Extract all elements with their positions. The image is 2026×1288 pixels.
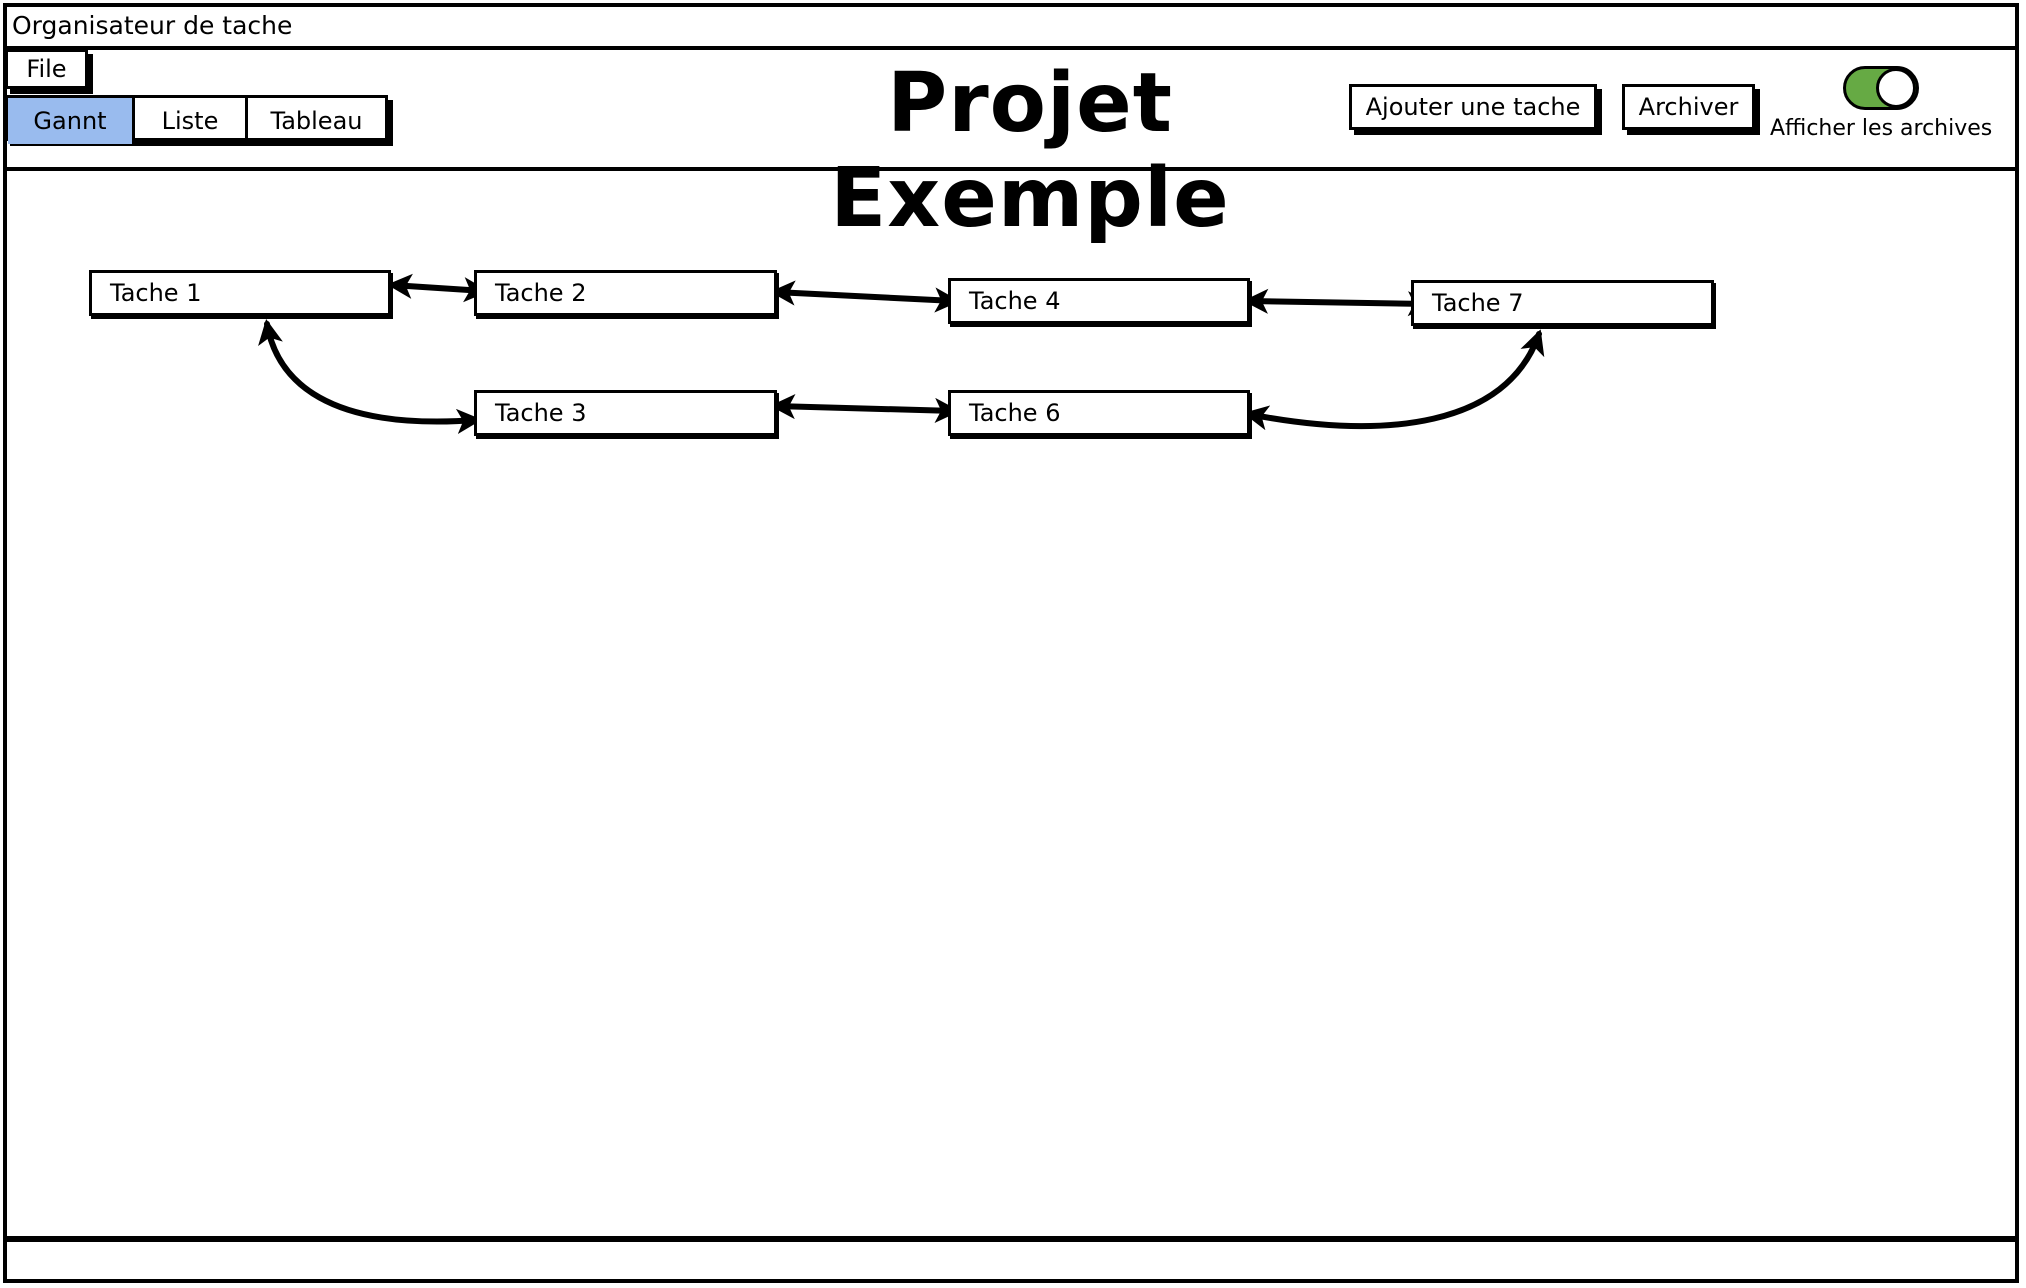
tab-gannt[interactable]: Gannt (8, 98, 135, 144)
file-menu[interactable]: File (5, 49, 88, 89)
toolbar (3, 48, 2019, 171)
link-t4-t7 (1242, 288, 1434, 317)
task-bar-t3[interactable]: Tache 3 (474, 390, 777, 436)
archive-button[interactable]: Archiver (1622, 84, 1755, 130)
status-bar (3, 1236, 2019, 1283)
tab-tableau[interactable]: Tableau (270, 107, 363, 135)
title-bar: Organisateur de tache (3, 3, 2019, 50)
project-title: Projet Exemple (830, 56, 1230, 246)
task-bar-t4[interactable]: Tache 4 (948, 278, 1250, 324)
app-window (3, 3, 2019, 1283)
toggle-knob (1876, 68, 1916, 108)
link-t6-t7 (1243, 329, 1545, 431)
window-title: Organisateur de tache (12, 11, 293, 40)
show-archives-label: Afficher les archives (1770, 116, 1993, 141)
task-bar-t6[interactable]: Tache 6 (948, 390, 1250, 436)
add-task-button[interactable]: Ajouter une tache (1349, 84, 1597, 130)
task-bar-t1[interactable]: Tache 1 (89, 270, 391, 316)
link-t3-t6 (769, 393, 961, 424)
link-t1-t3 (258, 319, 483, 435)
gantt-canvas: Tache 1 Tache 2 Tache 3 Tache 4 Tache 6 … (7, 171, 2015, 1237)
tab-liste[interactable]: Liste (135, 98, 248, 144)
task-bar-t2[interactable]: Tache 2 (474, 270, 777, 316)
task-bar-t7[interactable]: Tache 7 (1411, 280, 1714, 326)
dependency-links (258, 273, 1545, 435)
link-t2-t4 (769, 280, 961, 313)
link-t1-t2 (386, 273, 490, 303)
show-archives-toggle[interactable] (1843, 66, 1919, 110)
view-tabs: Gannt Liste Tableau (5, 95, 388, 144)
